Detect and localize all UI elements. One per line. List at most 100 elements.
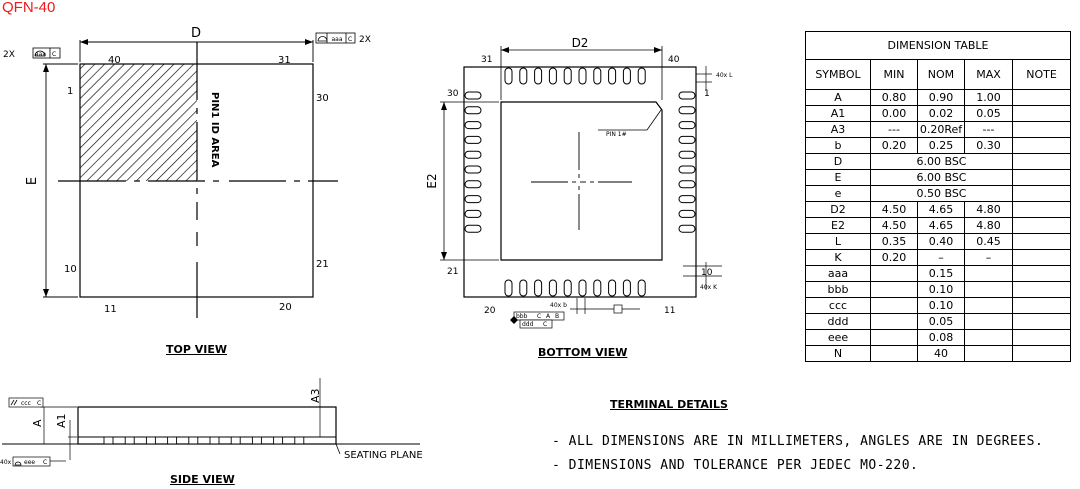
terminal-pad-right (678, 135, 696, 144)
pin-id-area-label: PIN1 ID AREA (209, 92, 220, 168)
terminal-pad-bottom (534, 279, 543, 297)
terminal-pad-right (678, 224, 696, 233)
max-cell: --- (964, 121, 1013, 138)
nom-cell: 0.25 (917, 137, 965, 154)
terminal-pad-bottom (548, 279, 557, 297)
max-cell: 0.30 (964, 137, 1013, 154)
fcf-ddd-ref-c: C (543, 321, 547, 328)
min-cell: 4.50 (870, 201, 918, 218)
terminal-pad-bottom (637, 279, 646, 297)
terminal-pad-bottom (563, 279, 572, 297)
note-units: - ALL DIMENSIONS ARE IN MILLIMETERS, ANG… (552, 434, 1044, 449)
terminal-pad-top (548, 67, 557, 85)
pin-11-label: 11 (104, 304, 117, 315)
side-view-label: SIDE VIEW (170, 473, 235, 486)
pin-1-label: 1 (67, 86, 73, 97)
table-row: A3---0.20Ref--- (805, 121, 1071, 138)
min-cell: --- (870, 121, 918, 138)
terminal-pad-right (678, 121, 696, 130)
min-cell (870, 313, 918, 330)
max-cell (964, 265, 1013, 282)
table-header-max: MAX (964, 59, 1013, 90)
bv-pin-31-label: 31 (481, 55, 492, 65)
max-cell: 0.45 (964, 233, 1013, 250)
pin-31-label: 31 (278, 55, 291, 66)
nom-cell: 40 (917, 345, 965, 362)
symbol-cell: D2 (805, 201, 871, 218)
parallelism-symbol (10, 399, 18, 406)
nom-cell: 0.90 (917, 89, 965, 106)
fcf-eee: eee (24, 459, 35, 466)
bsc-value-cell: 0.50 BSC (870, 185, 1013, 202)
dim-d-label: D (191, 26, 201, 41)
symbol-cell: E (805, 169, 871, 186)
max-cell: – (964, 249, 1013, 266)
terminal-pad-right (678, 195, 696, 204)
fcf-ccc-ref: C (37, 400, 41, 407)
note-jedec: - DIMENSIONS AND TOLERANCE PER JEDEC MO-… (552, 458, 919, 473)
terminal-pad-left (464, 224, 482, 233)
nom-cell: – (917, 249, 965, 266)
aaa-right-ref: C (348, 36, 352, 43)
note-cell (1012, 281, 1071, 298)
note-cell (1012, 329, 1071, 346)
b-callout-label: 40x b (550, 302, 567, 309)
min-cell: 4.50 (870, 217, 918, 234)
terminal-pad-top (622, 67, 631, 85)
table-header-note: NOTE (1012, 59, 1071, 90)
note-cell (1012, 105, 1071, 122)
terminal-pad-right (678, 106, 696, 115)
terminal-pad-top (578, 67, 587, 85)
nom-cell: 4.65 (917, 217, 965, 234)
pin-10-label: 10 (64, 264, 77, 275)
pin-40-label: 40 (108, 55, 121, 66)
fcf-eee-count: 40x (0, 459, 12, 466)
max-cell: 1.00 (964, 89, 1013, 106)
nom-cell: 0.15 (917, 265, 965, 282)
symbol-cell: L (805, 233, 871, 250)
side-view (2, 378, 420, 467)
bv-pin-11-label: 11 (664, 306, 675, 316)
symbol-cell: K (805, 249, 871, 266)
note-cell (1012, 297, 1071, 314)
terminal-pad-top (593, 67, 602, 85)
bottom-view-label: BOTTOM VIEW (538, 346, 628, 359)
fcf-bbb: bbb (516, 313, 528, 320)
dim-d2-label: D2 (572, 36, 589, 50)
pin-id-hatch-area (80, 64, 197, 181)
symbol-cell: e (805, 185, 871, 202)
terminal-pad-right (678, 150, 696, 159)
fcf-bbb-ref-c: C (537, 313, 541, 320)
terminal-pad-right (678, 180, 696, 189)
symbol-cell: bbb (805, 281, 871, 298)
note-cell (1012, 313, 1071, 330)
symbol-cell: ddd (805, 313, 871, 330)
min-cell (870, 281, 918, 298)
aaa-right-tol: aaa (331, 36, 342, 43)
side-lead (188, 436, 199, 445)
min-cell: 0.20 (870, 137, 918, 154)
dimension-table-caption: DIMENSION TABLE (805, 31, 1071, 60)
terminal-pad-left (464, 91, 482, 100)
max-cell: 4.80 (964, 201, 1013, 218)
aaa-left-count: 2X (3, 50, 15, 60)
seating-plane-label: SEATING PLANE (344, 450, 423, 461)
pin-30-label: 30 (316, 93, 329, 104)
terminal-pad-top (637, 67, 646, 85)
fcf-bbb-ref-b: B (555, 313, 559, 320)
nom-cell: 0.05 (917, 313, 965, 330)
pin-20-label: 20 (279, 302, 292, 313)
bv-pin-30-label: 30 (447, 89, 459, 99)
bsc-value-cell: 6.00 BSC (870, 153, 1013, 170)
note-cell (1012, 345, 1071, 362)
nom-cell: 0.08 (917, 329, 965, 346)
